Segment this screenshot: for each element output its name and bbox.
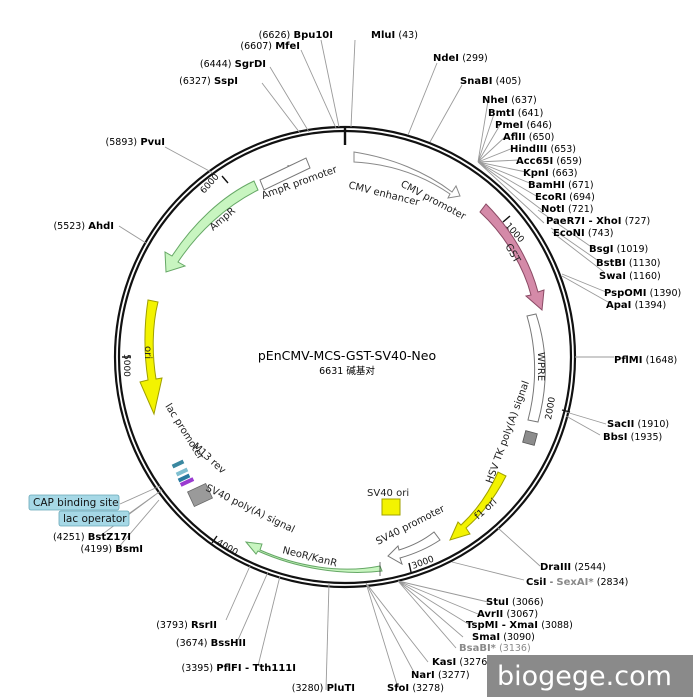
ampr-arrow <box>164 180 259 273</box>
site-bsgi: BsgI (1019) <box>589 244 648 255</box>
site-pluti: (3280) PluTI <box>292 683 355 694</box>
site-pflmi: PflMI (1648) <box>614 355 677 366</box>
site-mlui: MluI (43) <box>371 30 418 41</box>
lac-operator-markers <box>171 459 195 487</box>
site-bamhi: BamHI (671) <box>528 180 594 191</box>
site-avrii: AvrII (3067) <box>477 609 538 620</box>
lac-operator-label: lac operator <box>63 513 127 525</box>
plasmid-size: 6631 碱基对 <box>319 365 375 377</box>
site-bpu10i: (6626) Bpu10I <box>259 30 333 41</box>
site-bbsi: BbsI (1935) <box>603 432 662 443</box>
site-bsshii: (3674) BssHII <box>176 638 246 649</box>
site-ahdi: (5523) AhdI <box>53 221 114 232</box>
site-bsabi: BsaBI* (3136) <box>459 643 531 654</box>
site-smai: SmaI (3090) <box>472 632 535 643</box>
site-sgrdi: (6444) SgrDI <box>200 59 266 70</box>
lac-operator-box <box>58 510 130 527</box>
cap-binding-site-box <box>28 494 120 511</box>
site-kasi: KasI (3276) <box>432 657 491 668</box>
sv40-ori-box <box>381 498 401 516</box>
tick-5000: 5000 <box>121 354 131 377</box>
sites-right: MluI (43) NdeI (299) SnaBI (405) NheI (6… <box>371 30 681 694</box>
site-paer7i-xhoi: PaeR7I - XhoI (727) <box>546 216 650 227</box>
plasmid-name: pEnCMV-MCS-GST-SV40-Neo <box>258 348 436 363</box>
site-hindiii: HindIII (653) <box>510 144 576 155</box>
site-afiii: AflII (650) <box>503 132 554 143</box>
site-bsmi: (4199) BsmI <box>81 544 144 555</box>
site-bmti: BmtI (641) <box>488 108 543 119</box>
site-csii: CsiI - SexAI* (2834) <box>526 577 628 588</box>
site-bstz17i: (4251) BstZ17I <box>53 532 131 543</box>
cmv-promoter-arrow <box>353 151 461 199</box>
site-pspomi: PspOMI (1390) <box>604 288 681 299</box>
site-mfei: (6607) MfeI <box>240 41 300 52</box>
label-sv40-ori: SV40 ori <box>367 488 409 499</box>
watermark-text: biogege.com <box>497 661 672 692</box>
watermark-bg <box>487 655 693 697</box>
label-ori: ori <box>142 346 153 359</box>
wpre-box <box>526 313 546 423</box>
site-sacii: SacII (1910) <box>607 419 669 430</box>
label-wpre: WPRE <box>535 352 546 381</box>
tick-2000: 2000 <box>544 396 558 421</box>
site-apai: ApaI (1394) <box>606 300 666 311</box>
scale-ticks <box>122 175 571 573</box>
site-pmei: PmeI (646) <box>495 120 552 131</box>
site-ndei: NdeI (299) <box>433 53 488 64</box>
site-pvui: (5893) PvuI <box>106 137 165 148</box>
site-pflfi-tth111i: (3395) PflFI - Tth111I <box>181 663 296 674</box>
site-swai: SwaI (1160) <box>599 271 661 282</box>
neo-arrow <box>244 541 383 573</box>
site-nhei: NheI (637) <box>482 95 537 106</box>
site-kpni: KpnI (663) <box>523 168 577 179</box>
site-snabi: SnaBI (405) <box>460 76 521 87</box>
label-sv40-polya: SV40 poly(A) signal <box>204 483 297 536</box>
ampr-promoter-body <box>259 157 311 191</box>
site-ecori: EcoRI (694) <box>535 192 595 203</box>
site-stui: StuI (3066) <box>486 597 544 608</box>
site-nari: NarI (3277) <box>411 670 470 681</box>
site-sfoi: SfoI (3278) <box>387 683 444 694</box>
label-hsv-tk: HSV TK poly(A) signal <box>484 379 531 485</box>
leader-lines <box>99 39 614 691</box>
sv40-promoter-arrow <box>387 531 441 566</box>
site-econi: EcoNI (743) <box>553 228 613 239</box>
site-acc65i: Acc65I (659) <box>516 156 582 167</box>
site-draiii: DraIII (2544) <box>540 562 606 573</box>
ori-arrow <box>139 299 163 416</box>
hsv-tk-polya-box <box>522 430 538 446</box>
site-rsrii: (3793) RsrII <box>156 620 217 631</box>
label-lac-promoter: lac promoter <box>162 402 206 463</box>
site-tspmi-xmai: TspMI - XmaI (3088) <box>466 620 573 631</box>
gst-arrow <box>479 203 545 312</box>
sites-left: (6626) Bpu10I (6607) MfeI (6444) SgrDI (… <box>53 30 355 694</box>
site-sspi: (6327) SspI <box>179 76 238 87</box>
site-bstbi: BstBI (1130) <box>596 258 660 269</box>
cap-binding-site-label: CAP binding site <box>33 497 119 509</box>
sv40-polya-box <box>187 482 213 508</box>
site-noti: NotI (721) <box>541 204 593 215</box>
f1-ori-arrow <box>449 471 507 541</box>
